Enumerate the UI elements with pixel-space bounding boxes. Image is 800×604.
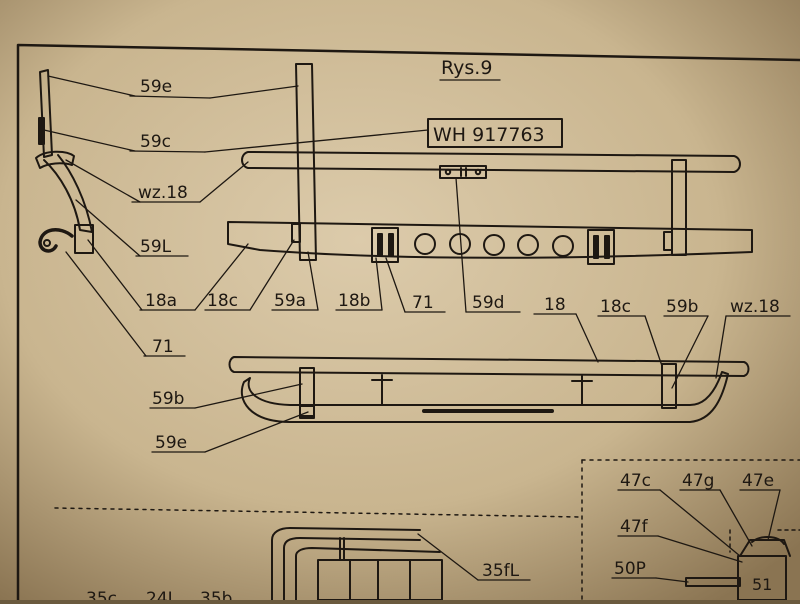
leader-line: [767, 489, 781, 541]
beam-hole: [483, 234, 505, 256]
lower-deck: [228, 356, 750, 377]
clamp-bar: [604, 235, 610, 259]
stake-plate: [38, 117, 45, 145]
leader-line: [719, 489, 753, 547]
frame-border: [16, 43, 800, 602]
callout-59d: 59d: [472, 293, 504, 313]
mount-bolt: [474, 168, 482, 176]
callout-59l: 59L: [140, 237, 172, 257]
leader-line: [75, 199, 141, 257]
callout-51: 51: [752, 575, 772, 594]
beam-hole: [552, 235, 574, 257]
callout-47g: 47g: [682, 471, 714, 491]
clamp-bar: [377, 233, 383, 257]
callout-47c: 47c: [620, 471, 651, 491]
callout-47e: 47e: [742, 471, 774, 491]
leader-line: [455, 177, 467, 313]
callout-wz18-left: wz.18: [138, 183, 188, 203]
callout-59e-low: 59e: [155, 433, 187, 453]
leader-line: [644, 315, 663, 367]
center-mount: [439, 165, 487, 179]
part-saddle: [739, 539, 791, 557]
lower-post-left: [299, 367, 315, 419]
leader-line: [385, 257, 406, 313]
leader-line: [307, 251, 319, 311]
leader-line: [65, 159, 141, 203]
hook: [38, 228, 74, 253]
callout-59a: 59a: [274, 291, 306, 311]
leader-line: [659, 489, 741, 557]
callout-59e-top: 59e: [140, 77, 172, 97]
hitch-block: [74, 224, 94, 254]
plate-box: [427, 118, 563, 148]
diagram-title: Rys.9: [441, 57, 492, 79]
leader-line: [65, 251, 147, 357]
mount-bolt: [444, 168, 452, 176]
leader-line: [655, 577, 689, 583]
lower-post-right: [661, 363, 677, 409]
leader-line: [249, 239, 295, 311]
beam-hole: [517, 234, 539, 256]
leader-line: [204, 129, 429, 153]
beam-hole: [414, 233, 436, 255]
registration-plate: WH 917763: [433, 124, 545, 146]
cab-frame-inner: [295, 547, 441, 601]
callout-71-left: 71: [152, 337, 174, 357]
leader-line: [47, 75, 136, 97]
callout-wz18-right: wz.18: [730, 297, 780, 317]
leader-line: [199, 161, 249, 203]
callout-18c-right: 18c: [600, 297, 631, 317]
upper-rail: [241, 151, 741, 173]
clamp-bar: [593, 235, 599, 259]
leader-line: [657, 535, 743, 563]
underline: [129, 95, 211, 99]
callout-18: 18: [544, 295, 566, 315]
front-hub: [35, 150, 75, 169]
leader-line: [715, 315, 727, 379]
callout-50p: 50P: [614, 559, 646, 579]
cab-frame-mid: [283, 537, 421, 601]
callout-71-mid: 71: [412, 293, 434, 313]
beam-clamp-right: [587, 229, 615, 265]
callout-59b-right: 59b: [666, 297, 698, 317]
leader-line: [87, 239, 143, 311]
callout-18a: 18a: [145, 291, 177, 311]
callout-47f: 47f: [620, 517, 649, 537]
callout-35fl: 35fL: [482, 561, 520, 581]
lower-bracket: [299, 405, 315, 417]
hook-eye: [43, 239, 51, 247]
leader-line: [43, 129, 136, 152]
dashed-divider-horizontal: [54, 507, 581, 518]
post-bracket: [663, 231, 673, 251]
callout-18c-left: 18c: [207, 291, 238, 311]
rear-stake: [295, 63, 317, 261]
callout-59c: 59c: [140, 132, 171, 152]
beam-clamp-left: [371, 227, 399, 263]
clamp-bar: [388, 233, 394, 257]
leader-line: [417, 533, 479, 581]
callout-24l: 24L: [146, 589, 178, 600]
cab-frame-outer: [271, 527, 421, 601]
front-runner: [43, 154, 93, 233]
leader-line: [204, 411, 309, 453]
leader-line: [209, 85, 299, 99]
callout-35c: 35c: [86, 589, 117, 600]
leader-line: [194, 383, 303, 409]
callout-59b-low: 59b: [152, 389, 184, 409]
main-beam: [227, 221, 753, 259]
stake-bracket: [291, 223, 301, 243]
lower-runner: [240, 371, 729, 423]
leader-line: [194, 243, 249, 311]
callout-35b: 35b: [200, 589, 232, 600]
leader-line: [671, 315, 709, 389]
leader-line: [375, 257, 383, 311]
underline: [129, 150, 206, 153]
leader-line: [575, 313, 599, 363]
callout-18b: 18b: [338, 291, 370, 311]
